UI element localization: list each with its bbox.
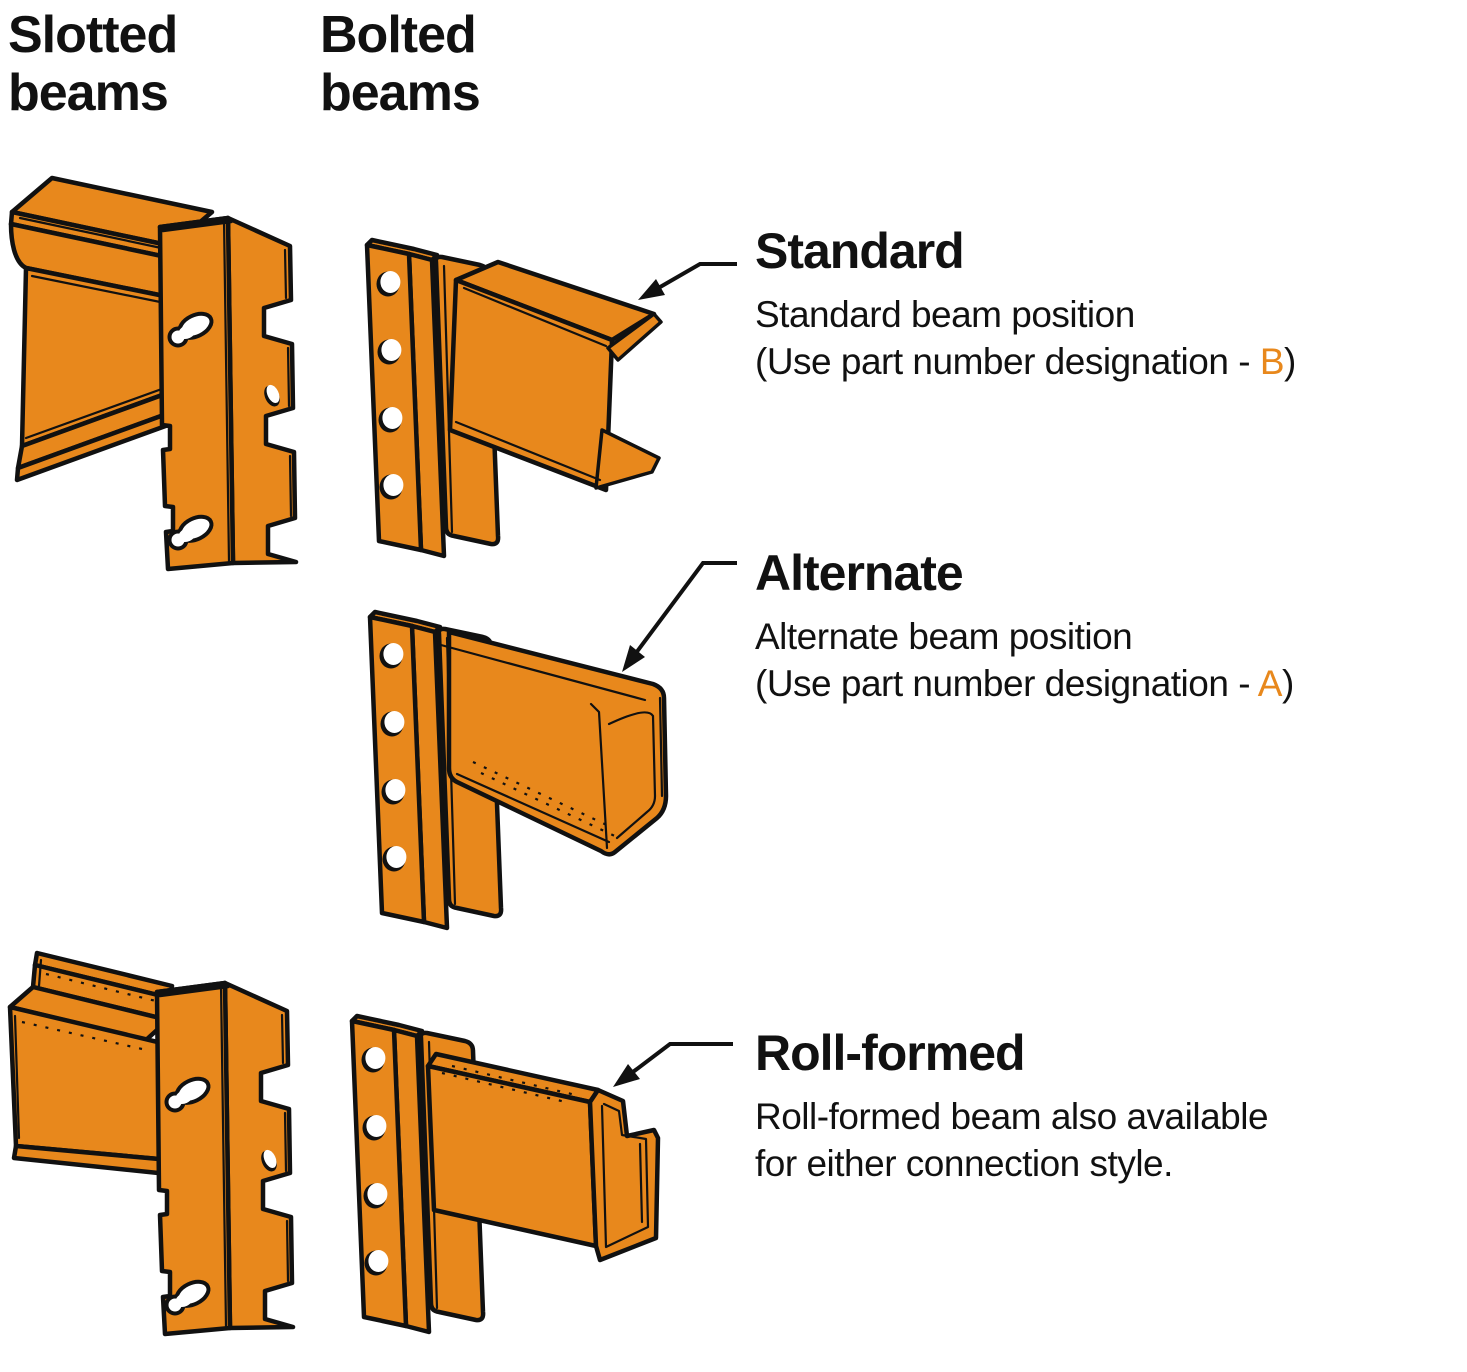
standard-heading: Standard bbox=[755, 223, 965, 279]
alternate-body-line1: Alternate beam position bbox=[755, 616, 1133, 657]
header-bolted-line1: Bolted bbox=[320, 6, 477, 64]
channel-beam-standard bbox=[447, 259, 663, 493]
section-alternate: Alternate Alternate beam position (Use p… bbox=[755, 544, 1435, 707]
header-slotted-line2: beams bbox=[8, 64, 169, 123]
step-beam bbox=[425, 1051, 661, 1263]
slotted-connector-plate bbox=[160, 218, 296, 569]
alternate-body-line2: (Use part number designation - A) bbox=[755, 662, 1294, 704]
standard-body-line1: Standard beam position bbox=[755, 294, 1135, 335]
figure-bolted-roll-formed-beam bbox=[340, 1010, 661, 1372]
channel-beam-alternate bbox=[439, 629, 669, 857]
roll-formed-heading: Roll-formed bbox=[755, 1025, 1026, 1081]
slotted-connector-plate bbox=[157, 983, 293, 1334]
column-header-slotted: Slotted beams bbox=[8, 6, 178, 123]
designation-letter-a: A bbox=[1257, 662, 1283, 704]
roll-formed-body-line1: Roll-formed beam also available bbox=[755, 1096, 1269, 1137]
section-roll-formed: Roll-formed Roll-formed beam also availa… bbox=[755, 1024, 1435, 1187]
figure-bolted-alternate-beam bbox=[355, 590, 669, 950]
standard-body-line2: (Use part number designation - B) bbox=[755, 340, 1296, 382]
header-bolted-line2: beams bbox=[320, 64, 481, 123]
alternate-heading: Alternate bbox=[755, 545, 964, 601]
section-standard: Standard Standard beam position (Use par… bbox=[755, 222, 1435, 385]
figure-slotted-roll-formed-beam bbox=[7, 950, 335, 1371]
figure-bolted-standard-beam bbox=[352, 218, 663, 578]
step-beam bbox=[7, 950, 175, 1177]
column-header-bolted: Bolted beams bbox=[320, 6, 481, 123]
designation-letter-b: B bbox=[1259, 340, 1285, 382]
header-slotted-line1: Slotted bbox=[8, 6, 178, 64]
figure-slotted-structural-beam bbox=[8, 175, 345, 595]
roll-formed-body-line2: for either connection style. bbox=[755, 1142, 1173, 1184]
